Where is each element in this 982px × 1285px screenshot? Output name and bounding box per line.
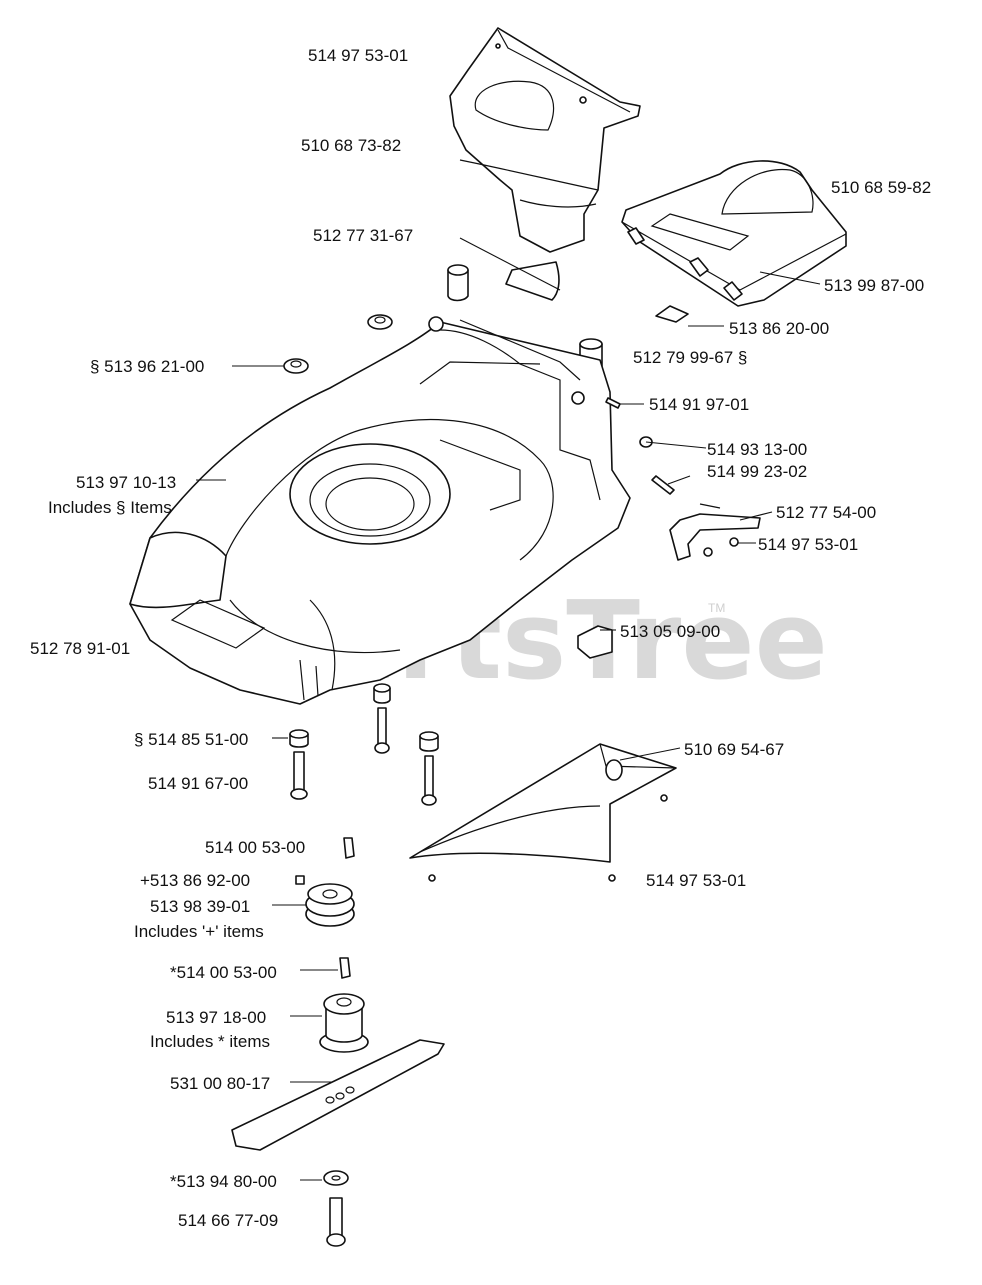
label-513-94-80-00: *513 94 80-00 xyxy=(170,1172,277,1191)
rear-cover-part[interactable] xyxy=(449,27,641,253)
pulley-part[interactable] xyxy=(295,875,355,927)
label-513-97-10-13: 513 97 10-13 xyxy=(76,473,176,492)
label-514-97-53-01-top: 514 97 53-01 xyxy=(308,46,408,65)
label-includes-plus-items: Includes '+' items xyxy=(134,922,264,941)
clip-part[interactable] xyxy=(655,305,689,323)
label-514-91-67-00: 514 91 67-00 xyxy=(148,774,248,793)
label-514-85-51-00: § 514 85 51-00 xyxy=(134,730,248,749)
label-514-99-23-02: 514 99 23-02 xyxy=(707,462,807,481)
label-514-00-53-00: 514 00 53-00 xyxy=(205,838,305,857)
label-includes-star-items: Includes * items xyxy=(150,1032,270,1051)
label-513-96-21-00: § 513 96 21-00 xyxy=(90,357,204,376)
label-514-97-53-01-baffle: 514 97 53-01 xyxy=(646,871,746,890)
label-includes-section-items: Includes § Items xyxy=(48,498,172,517)
label-514-91-97-01: 514 91 97-01 xyxy=(649,395,749,414)
blade-washer-part[interactable] xyxy=(323,1170,349,1186)
baffle-plate-part[interactable] xyxy=(409,743,677,882)
mower-deck-part[interactable] xyxy=(129,316,631,705)
label-513-99-87-00: 513 99 87-00 xyxy=(824,276,924,295)
label-512-77-31-67: 512 77 31-67 xyxy=(313,226,413,245)
shield-plate-part[interactable] xyxy=(505,261,560,301)
label-513-98-39-01: 513 98 39-01 xyxy=(150,897,250,916)
label-514-66-77-09: 514 66 77-09 xyxy=(178,1211,278,1230)
blade-adapter-part[interactable] xyxy=(319,993,369,1053)
label-510-69-54-67: 510 69 54-67 xyxy=(684,740,784,759)
label-513-86-92-00: +513 86 92-00 xyxy=(140,871,250,890)
spacer-sleeve-part[interactable] xyxy=(447,264,469,302)
label-510-68-73-82: 510 68 73-82 xyxy=(301,136,401,155)
blade-part[interactable] xyxy=(231,1039,445,1151)
label-513-05-09-00: 513 05 09-00 xyxy=(620,622,720,641)
bolt-bushing-part[interactable] xyxy=(289,683,439,806)
blade-bolt-part[interactable] xyxy=(326,1197,346,1247)
label-513-86-20-00: 513 86 20-00 xyxy=(729,319,829,338)
label-513-97-18-00: 513 97 18-00 xyxy=(166,1008,266,1027)
rear-flap-part[interactable] xyxy=(669,503,761,561)
label-512-77-54-00: 512 77 54-00 xyxy=(776,503,876,522)
key-lower-part[interactable] xyxy=(339,957,351,979)
key-part[interactable] xyxy=(343,837,355,859)
label-514-00-53-00-star: *514 00 53-00 xyxy=(170,963,277,982)
part-number-labels: 514 97 53-01 510 68 73-82 510 68 59-82 5… xyxy=(30,46,931,1230)
label-531-00-80-17: 531 00 80-17 xyxy=(170,1074,270,1093)
screw-part[interactable] xyxy=(605,397,621,409)
chute-cover-part[interactable] xyxy=(621,160,847,307)
label-512-78-91-01: 512 78 91-01 xyxy=(30,639,130,658)
label-512-79-99-67: 512 79 99-67 § xyxy=(633,348,747,367)
label-514-93-13-00: 514 93 13-00 xyxy=(707,440,807,459)
trademark-mark: TM xyxy=(708,601,725,615)
latch-part[interactable] xyxy=(577,625,613,659)
leader-lines xyxy=(196,237,821,1181)
label-514-97-53-01-flap: 514 97 53-01 xyxy=(758,535,858,554)
bolt-part[interactable] xyxy=(651,475,675,495)
label-510-68-59-82: 510 68 59-82 xyxy=(831,178,931,197)
